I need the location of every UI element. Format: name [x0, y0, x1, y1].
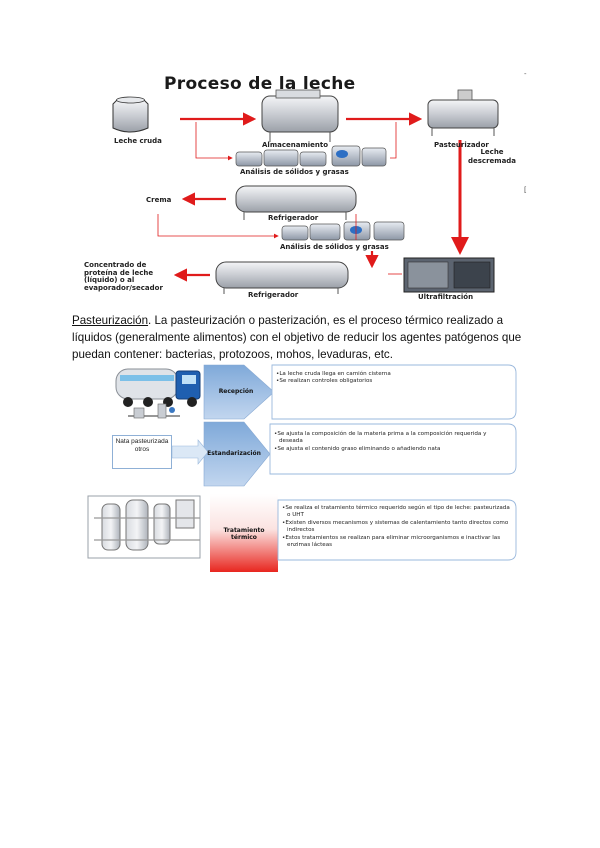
node-crema: Crema	[146, 196, 172, 204]
bullet-item: •La leche cruda llega en camión cisterna	[276, 371, 391, 377]
paragraph-text: . La pasteurización o pasterización, es …	[72, 314, 522, 361]
bullet-item: •Se realiza el tratamiento térmico reque…	[282, 505, 510, 519]
stage-label-estandarizacion: Estandarización	[207, 450, 261, 457]
milk-can-icon	[112, 96, 149, 133]
paragraph: Pasteurización. La pasteurización o past…	[72, 312, 542, 363]
svg-text:[: [	[524, 186, 527, 194]
bullet-text: Se realiza el tratamiento térmico requer…	[285, 505, 510, 519]
diagram-title: Proceso de la leche	[164, 74, 356, 94]
ultrafiltration-unit-icon	[403, 257, 495, 293]
bullet-text: La leche cruda llega en camión cisterna	[279, 371, 391, 377]
refrigerator-icon	[235, 185, 357, 220]
node-concentrado: Concentrado de proteína de leche (líquid…	[84, 261, 163, 292]
bullet-item: •Se ajusta la composición de la materia …	[274, 431, 487, 445]
node-ultrafiltracion: Ultrafiltración	[418, 293, 474, 301]
standardization-equipment-icon	[128, 403, 180, 419]
node-analisis-1: Análisis de sólidos y grasas	[240, 168, 349, 176]
bullet-text: Se ajusta la composición de la materia p…	[277, 431, 487, 445]
nata-box: Nata pasteurizada otros	[112, 435, 172, 469]
bullet-item: •Estos tratamientos se realizan para eli…	[282, 534, 501, 549]
node-leche-cruda: Leche cruda	[114, 137, 162, 145]
label-line: evaporador/secador	[84, 283, 163, 292]
refrigerator-icon	[215, 261, 349, 294]
label-line: Leche	[480, 148, 504, 156]
label-line: descremada	[468, 157, 517, 165]
node-refrigerador-2: Refrigerador	[248, 291, 299, 299]
bullet-text: Existen diversos mecanismos y sistemas d…	[285, 519, 509, 534]
bullet-item: •Se ajusta el contenido graso eliminando…	[274, 445, 441, 452]
node-analisis-2: Análisis de sólidos y grasas	[280, 243, 389, 251]
bullet-text: Se ajusta el contenido graso eliminando …	[277, 445, 441, 452]
svg-text:-: -	[524, 70, 527, 78]
stage-label-tratamiento: Tratamiento térmico	[223, 527, 265, 541]
bullet-item: •Existen diversos mecanismos y sistemas …	[282, 519, 509, 534]
label-line: proteína de leche	[84, 268, 154, 277]
bullet-item: •Se realizan controles obligatorios	[276, 378, 373, 385]
node-refrigerador-1: Refrigerador	[268, 214, 319, 222]
stage-bullets-estandarizacion: •Se ajusta la composición de la materia …	[274, 431, 510, 453]
diagram-graphics: - [	[112, 70, 527, 294]
bullet-text: Estos tratamientos se realizan para elim…	[285, 534, 501, 549]
process-graphics	[87, 364, 517, 572]
pasteurizer-icon	[427, 89, 499, 136]
stage-bullets-recepcion: •La leche cruda llega en camión cisterna…	[276, 371, 510, 386]
paragraph-term: Pasteurización	[72, 314, 149, 327]
label-line: Concentrado de	[84, 261, 147, 269]
analysis-devices-icon	[235, 145, 387, 167]
storage-tank-icon	[261, 89, 339, 142]
node-leche-descremada: Leche descremada	[468, 148, 516, 166]
label-line: (líquido) o al	[84, 276, 135, 285]
bullet-text: Se realizan controles obligatorios	[279, 378, 373, 385]
node-pasteurizador: Pasteurizador	[434, 141, 489, 149]
stage-bullets-tratamiento: •Se realiza el tratamiento térmico reque…	[282, 505, 510, 549]
pasteurization-plant-icon	[87, 495, 201, 559]
stage-label-recepcion: Recepción	[218, 388, 254, 395]
node-almacenamiento: Almacenamiento	[262, 141, 329, 149]
tanker-truck-icon	[115, 368, 201, 407]
analysis-devices-icon	[281, 221, 405, 241]
